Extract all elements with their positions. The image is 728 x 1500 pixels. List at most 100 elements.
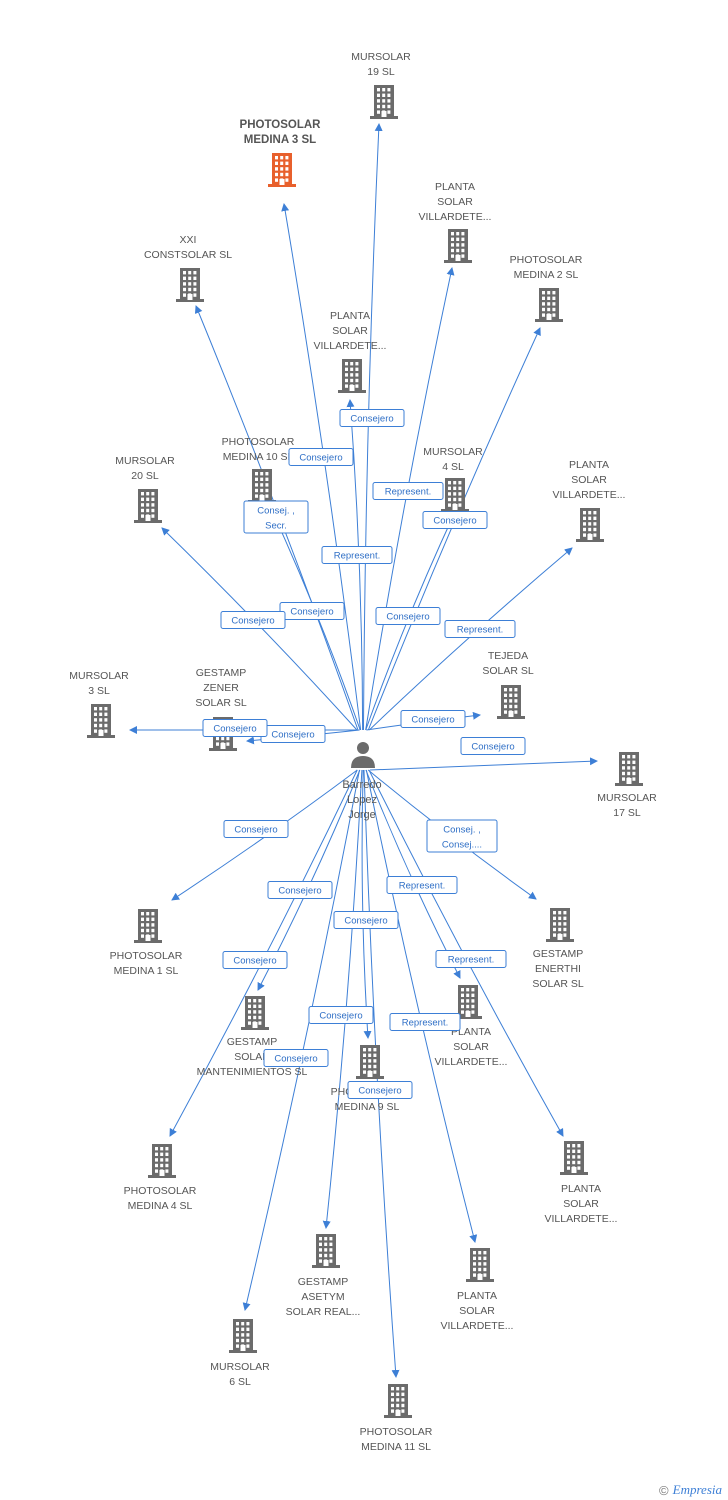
edge-label-planta-villardete-d[interactable]: Represent. bbox=[386, 876, 458, 894]
edge-label-text: Consejero bbox=[411, 715, 454, 726]
edge-label-box bbox=[426, 819, 498, 853]
edge-label-box bbox=[321, 546, 393, 564]
company-name-line: PLANTA bbox=[435, 181, 475, 193]
edge-label-planta-villardete-e[interactable]: Represent. bbox=[435, 950, 507, 968]
company-name-line: VILLARDETE... bbox=[419, 211, 492, 223]
person-icon bbox=[351, 742, 375, 768]
company-name-line: VILLARDETE... bbox=[314, 340, 387, 352]
company-name-line: MEDINA 1 SL bbox=[114, 965, 179, 977]
edge-label-text: Consejero bbox=[350, 414, 393, 425]
company-name-line: VILLARDETE... bbox=[435, 1056, 508, 1068]
edge-label-photosolar-medina-4[interactable]: Consejero bbox=[222, 951, 288, 969]
edge-label-tejeda-solar[interactable]: Consejero bbox=[400, 710, 466, 728]
edge-label-mursolar-3[interactable]: Consejero bbox=[260, 725, 326, 743]
edge-label-mursolar-19[interactable]: Represent. bbox=[321, 546, 393, 564]
edge-label-text: Represent. bbox=[334, 551, 380, 562]
edge-label-planta-villardete-c[interactable]: Represent. bbox=[444, 620, 516, 638]
company-name-line: MURSOLAR bbox=[69, 670, 129, 682]
edge-label-planta-villardete-f[interactable]: Represent. bbox=[389, 1013, 461, 1031]
company-name-line: VILLARDETE... bbox=[553, 489, 626, 501]
edge-label-box bbox=[263, 1049, 329, 1067]
edge-label-mursolar-4[interactable]: Consejero bbox=[375, 607, 441, 625]
edge-label-mursolar-17[interactable]: Consejero bbox=[460, 737, 526, 755]
building-icon bbox=[229, 1319, 257, 1353]
edge-label-gestamp-solar-mant[interactable]: Consejero bbox=[267, 881, 333, 899]
edge-label-planta-villardete-a[interactable]: Represent. bbox=[372, 482, 444, 500]
edge-label-photosolar-medina-11[interactable]: Consejero bbox=[347, 1081, 413, 1099]
edge-label-xxi-constsolar[interactable]: Consejero bbox=[288, 448, 354, 466]
edge-label-photosolar-medina-3[interactable]: Consej. ,Secr. bbox=[243, 500, 309, 534]
edge-label-mursolar-20[interactable]: Consejero bbox=[220, 611, 286, 629]
edge-label-box bbox=[308, 1006, 374, 1024]
company-name-line: PHOTOSOLAR bbox=[124, 1185, 197, 1197]
company-name-line: SOLAR bbox=[332, 325, 368, 337]
edge-label-photosolar-medina-2[interactable]: Consejero bbox=[422, 511, 488, 529]
edge-label-box bbox=[220, 611, 286, 629]
edge-label-text: Consej.... bbox=[442, 840, 482, 851]
building-icon bbox=[134, 489, 162, 523]
edge-label-planta-villardete-b[interactable]: Consejero bbox=[339, 409, 405, 427]
person-name-line: Barredo bbox=[342, 779, 381, 791]
edge-label-gestamp-enerthi[interactable]: Consej. ,Consej.... bbox=[426, 819, 498, 853]
building-icon bbox=[87, 704, 115, 738]
edge-label-photosolar-medina-9[interactable]: Consejero bbox=[333, 911, 399, 929]
edge-label-text: Consejero bbox=[344, 916, 387, 927]
edge-label-photosolar-medina-1[interactable]: Consejero bbox=[223, 820, 289, 838]
edge-label-photosolar-medina-10[interactable]: Consejero bbox=[279, 602, 345, 620]
edge-label-mursolar-6[interactable]: Consejero bbox=[263, 1049, 329, 1067]
edge-label-gestamp-zener[interactable]: Consejero bbox=[202, 719, 268, 737]
edge-label-gestamp-asetym[interactable]: Consejero bbox=[308, 1006, 374, 1024]
